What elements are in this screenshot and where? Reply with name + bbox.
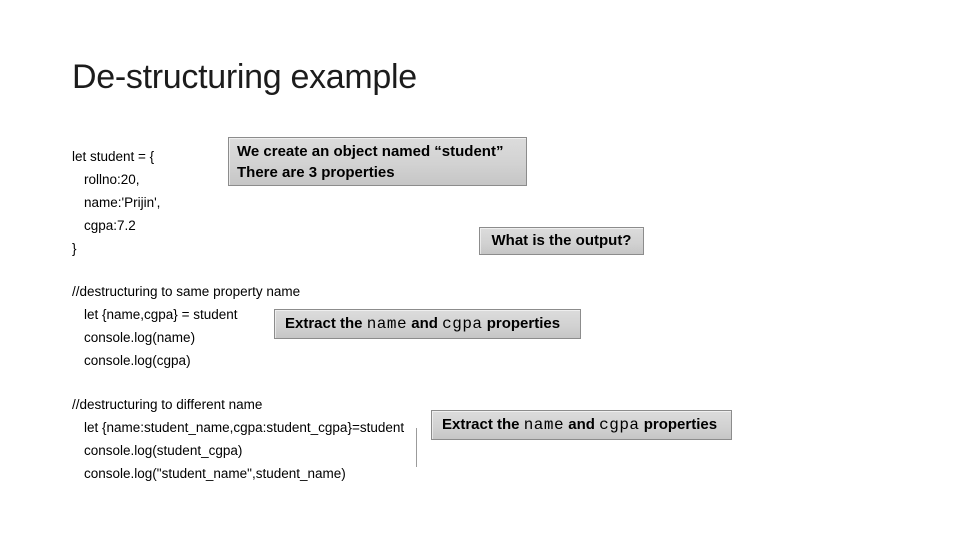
code-block-object-definition: let student = { rollno:20, name:'Prijin'…	[72, 145, 160, 260]
code-comment: //destructuring to different name	[72, 397, 263, 412]
callout-text: Extract the	[285, 315, 367, 332]
code-line: cgpa:7.2	[84, 218, 136, 233]
code-line: console.log(name)	[84, 330, 196, 345]
callout-mono-cgpa: cgpa	[442, 315, 483, 333]
callout-mono-name: name	[523, 416, 565, 434]
callout-question: What is the output?	[479, 227, 644, 255]
code-block-same-property-name: //destructuring to same property name le…	[72, 280, 300, 372]
code-line: let {name:student_name,cgpa:student_cgpa…	[84, 420, 405, 435]
callout-text: and	[407, 315, 443, 332]
callout-text: properties	[639, 416, 718, 433]
code-block-different-name: //destructuring to different name let {n…	[72, 393, 404, 485]
callout-extract-different-name: Extract the name and cgpa properties	[431, 410, 732, 440]
code-comment: //destructuring to same property name	[72, 284, 301, 299]
code-line: let {name,cgpa} = student	[84, 307, 238, 322]
callout-object-line-2: There are 3 properties	[237, 164, 395, 181]
callout-mono-name: name	[366, 315, 408, 333]
callout-object-line-1: We create an object named “student”	[237, 143, 504, 160]
code-line: let student = {	[72, 149, 155, 164]
callout-object-note: We create an object named “student” Ther…	[228, 137, 527, 186]
callout-text: properties	[482, 315, 561, 332]
code-line: }	[72, 241, 77, 256]
callout-extract-same-name: Extract the name and cgpa properties	[274, 309, 581, 339]
callout-text: and	[564, 416, 600, 433]
code-line: console.log(student_cgpa)	[84, 443, 243, 458]
callout-mono-cgpa: cgpa	[599, 416, 640, 434]
slide-title: De-structuring example	[72, 58, 417, 96]
code-line: console.log("student_name",student_name)	[84, 466, 346, 481]
code-line: name:'Prijin',	[84, 195, 161, 210]
code-line: console.log(cgpa)	[84, 353, 191, 368]
callout-text: Extract the	[442, 416, 524, 433]
text-cursor-line	[416, 428, 417, 467]
code-line: rollno:20,	[84, 172, 140, 187]
